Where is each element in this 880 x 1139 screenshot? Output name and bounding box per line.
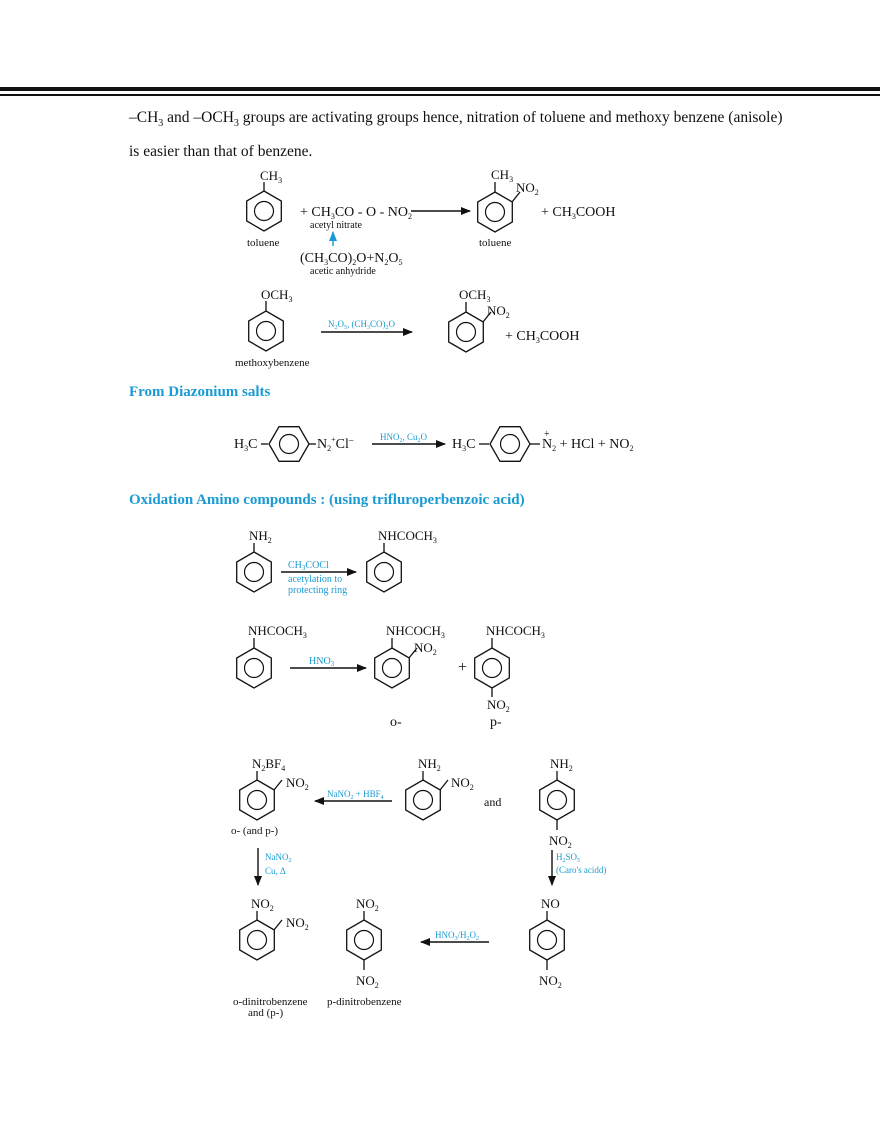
svg-text:NH2: NH2 — [418, 756, 441, 773]
svg-text:NH2: NH2 — [550, 756, 573, 773]
svg-text:NO2: NO2 — [286, 775, 309, 792]
benzene-ring-nitroanisole — [448, 311, 484, 353]
label-methoxybenzene: methoxybenzene — [235, 357, 310, 369]
label-and-p: and (p-) — [248, 1007, 283, 1019]
benzene-ring-diazonium — [268, 426, 310, 462]
scheme-dinitrobenzene: N2BF4 NO2 o- (and p-) NaNO2 + HBF4 NH2 N… — [231, 756, 606, 1019]
benzene-ring-anisole — [248, 310, 284, 352]
svg-text:+ CH3COOH: + CH3COOH — [541, 205, 616, 221]
svg-text:(CH3CO)2O+N2O5: (CH3CO)2O+N2O5 — [300, 251, 403, 267]
benzene-ring-p-nitroaniline — [539, 779, 575, 821]
benzene-ring-toluene — [246, 190, 282, 232]
label-o-dinitrobenzene: o-dinitrobenzene — [233, 996, 308, 1008]
benzene-ring-nitroso — [529, 919, 565, 961]
label-toluene-right: toluene — [479, 237, 511, 249]
benzene-ring-o-nitroaniline — [405, 779, 441, 821]
top-rule-thick — [0, 87, 880, 91]
svg-text:and: and — [484, 795, 501, 809]
svg-text:HNO3: HNO3 — [309, 656, 335, 668]
svg-text:NO2: NO2 — [487, 303, 510, 320]
svg-text:N2O5, (CH3CO)2O: N2O5, (CH3CO)2O — [328, 319, 396, 331]
svg-text:N2+Cl–: N2+Cl– — [317, 435, 354, 453]
svg-text:H2SO5: H2SO5 — [556, 852, 580, 864]
svg-text:H3C: H3C — [234, 437, 257, 453]
svg-text:NO2: NO2 — [356, 896, 379, 913]
benzene-ring-ortho-product — [374, 647, 410, 689]
benzene-ring-aniline — [236, 551, 272, 593]
label-acetic-anhydride: acetic anhydride — [310, 266, 376, 277]
scheme-toluene: CH3 toluene + CH3CO - O - NO2 acetyl nit… — [246, 167, 616, 277]
svg-text:NO: NO — [541, 896, 560, 911]
scheme-diazonium: H3C N2+Cl– HNO2, Cu2O H3C + N2 + HCl + N… — [234, 426, 633, 462]
benzene-ring-diazonium-bf4 — [239, 779, 275, 821]
svg-text:NHCOCH3: NHCOCH3 — [486, 623, 545, 640]
benzene-ring-acetanilide — [366, 551, 402, 593]
scheme-methoxybenzene: OCH3 methoxybenzene N2O5, (CH3CO)2O OCH3… — [235, 287, 580, 369]
svg-text:NHCOCH3: NHCOCH3 — [248, 623, 307, 640]
svg-text:Cu, Δ: Cu, Δ — [265, 866, 286, 876]
svg-text:H3C: H3C — [452, 437, 475, 453]
svg-text:NO2: NO2 — [549, 833, 572, 850]
scheme-acetanilide-nitration: NHCOCH3 HNO3 NHCOCH3 NO2 o- + NHCOCH3 NO… — [236, 623, 545, 730]
svg-text:NO2: NO2 — [251, 896, 274, 913]
svg-text:+ CH3COOH: + CH3COOH — [505, 329, 580, 345]
svg-text:NaNO2 + HBF4: NaNO2 + HBF4 — [327, 789, 384, 801]
svg-text:N2BF4: N2BF4 — [252, 756, 285, 773]
heading-oxidation: Oxidation Amino compounds : (using trifl… — [129, 492, 525, 508]
label-para: p- — [490, 715, 502, 730]
benzene-ring-o-dinitrobenzene — [239, 919, 275, 961]
benzene-ring-para-product — [474, 647, 510, 689]
label-ortho: o- — [390, 715, 402, 730]
benzene-ring-acetanilide-2 — [236, 647, 272, 689]
svg-text:NO2: NO2 — [451, 775, 474, 792]
svg-text:NHCOCH3: NHCOCH3 — [386, 623, 445, 640]
svg-text:NO2: NO2 — [356, 973, 379, 990]
label-p-dinitrobenzene: p-dinitrobenzene — [327, 996, 402, 1008]
svg-text:(Caro's acidd): (Caro's acidd) — [556, 865, 606, 875]
svg-text:NH2: NH2 — [249, 528, 272, 545]
svg-text:CH3: CH3 — [260, 168, 282, 185]
benzene-ring-nitrotoluene — [477, 191, 513, 233]
svg-text:protecting ring: protecting ring — [288, 585, 347, 596]
benzene-ring-p-dinitrobenzene — [346, 919, 382, 961]
svg-text:NO2: NO2 — [414, 640, 437, 657]
label-acetyl-nitrate: acetyl nitrate — [310, 220, 362, 231]
svg-text:+ CH3CO - O - NO2: + CH3CO - O - NO2 — [300, 205, 412, 221]
svg-text:NO2: NO2 — [286, 915, 309, 932]
svg-text:+: + — [544, 429, 550, 440]
scheme-acetylation: NH2 CH3COCl acetylation to protecting ri… — [236, 528, 437, 596]
svg-text:NO2: NO2 — [487, 697, 510, 714]
svg-text:NaNO2: NaNO2 — [265, 852, 292, 864]
heading-diazonium: From Diazonium salts — [129, 384, 271, 400]
svg-text:N2 + HCl + NO2: N2 + HCl + NO2 — [542, 437, 633, 453]
svg-text:NO2: NO2 — [516, 180, 539, 197]
intro-paragraph: –CH3 and –OCH3 groups are activating gro… — [129, 109, 783, 161]
svg-text:NHCOCH3: NHCOCH3 — [378, 528, 437, 545]
svg-text:HNO3/H2O2: HNO3/H2O2 — [435, 930, 479, 942]
svg-text:acetylation to: acetylation to — [288, 574, 342, 585]
svg-text:OCH3: OCH3 — [261, 287, 292, 304]
benzene-ring-diazonium-product — [489, 426, 531, 462]
svg-text:CH3: CH3 — [491, 167, 513, 184]
svg-text:OCH3: OCH3 — [459, 287, 490, 304]
label-o-and-p: o- (and p-) — [231, 825, 278, 837]
svg-text:CH3COCl: CH3COCl — [288, 560, 329, 572]
svg-text:+: + — [458, 659, 467, 676]
svg-text:NO2: NO2 — [539, 973, 562, 990]
svg-text:HNO2, Cu2O: HNO2, Cu2O — [380, 432, 428, 444]
label-toluene-left: toluene — [247, 237, 279, 249]
top-rule-thin — [0, 94, 880, 96]
